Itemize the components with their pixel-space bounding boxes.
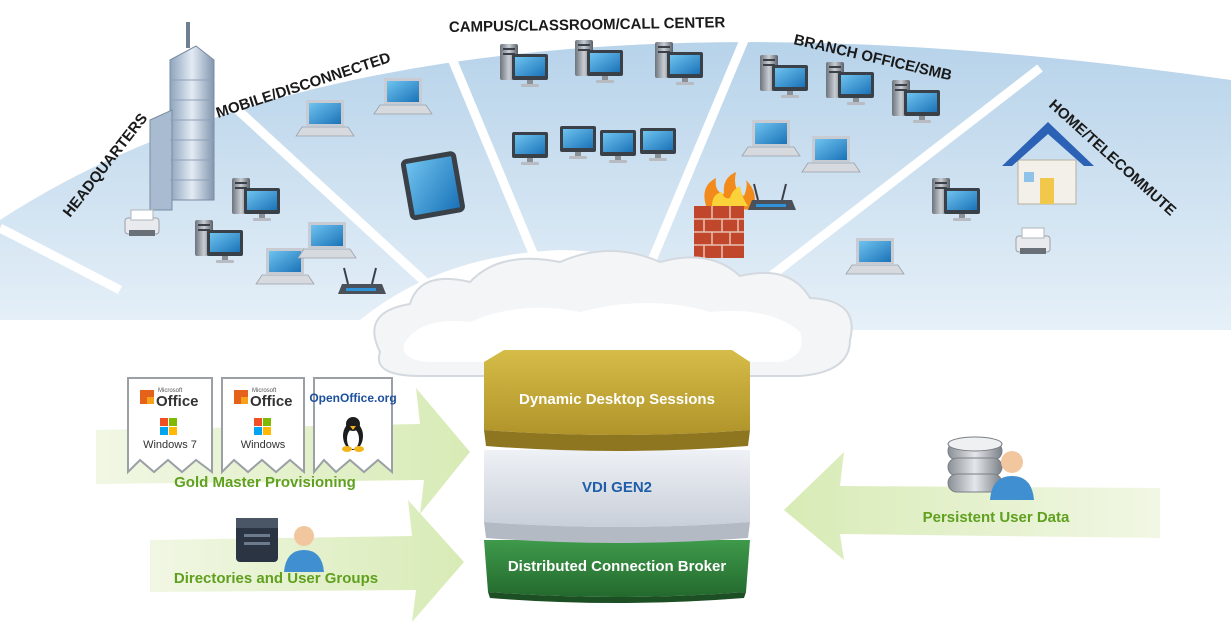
windows-logo-icon — [254, 418, 271, 435]
skyscraper-icon — [149, 22, 215, 211]
connection-broker-layer: Distributed Connection Broker — [484, 540, 750, 603]
dynamic-sessions-layer: Dynamic Desktop Sessions — [484, 350, 750, 451]
tux-penguin-icon — [342, 417, 364, 452]
dynamic-sessions-label: Dynamic Desktop Sessions — [519, 391, 715, 408]
gold-master-label: Gold Master Provisioning — [174, 474, 356, 491]
card-brand: OpenOffice.org — [309, 391, 396, 405]
card-brand-small: Microsoft — [252, 388, 277, 394]
card-os: Windows 7 — [143, 439, 197, 451]
home-icons — [845, 122, 1094, 275]
vdi-gen2-layer: VDI GEN2 — [484, 450, 750, 543]
branch-icons — [694, 55, 940, 258]
user-database-icon — [947, 436, 1034, 500]
directories-label: Directories and User Groups — [174, 570, 378, 587]
persistent-data-label: Persistent User Data — [923, 509, 1070, 526]
card-brand-small: Microsoft — [158, 388, 183, 394]
headquarters-icons — [124, 22, 387, 295]
card-os: Windows — [241, 439, 286, 451]
tablet-icon — [400, 151, 465, 221]
card-brand: Office — [156, 393, 199, 410]
openoffice-linux-card: OpenOffice.org — [309, 377, 397, 475]
software-cards: Microsoft Office Windows 7 Microsoft Off… — [127, 377, 397, 475]
vdi-gen2-label: VDI GEN2 — [582, 479, 652, 496]
firewall-icon — [694, 172, 755, 258]
house-icon — [1002, 122, 1094, 205]
segment-dividers — [0, 0, 1043, 309]
card-brand: Office — [250, 393, 293, 410]
office-windows-card: Microsoft Office Windows — [221, 377, 305, 475]
directory-server-icon — [236, 518, 324, 572]
office-windows7-card: Microsoft Office Windows 7 — [127, 377, 213, 475]
windows-logo-icon — [160, 418, 177, 435]
connection-broker-label: Distributed Connection Broker — [508, 558, 727, 575]
persistent-data-arrow: Persistent User Data — [784, 452, 1160, 560]
vdi-stack: Distributed Connection Broker VDI GEN2 D… — [484, 350, 750, 603]
mobile-icons — [295, 77, 465, 221]
cloud — [373, 250, 853, 377]
segment-label-campus: CAMPUS/CLASSROOM/CALL CENTER — [449, 14, 726, 36]
